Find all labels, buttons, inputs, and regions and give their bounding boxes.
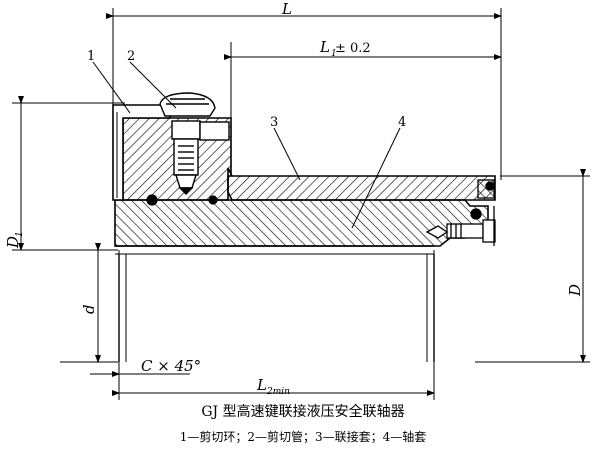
leader-lines — [92, 61, 401, 229]
caption-title: GJ 型高速键联接液压安全联轴器 — [201, 403, 404, 420]
bore-lines — [115, 245, 435, 362]
caption-legend: 1—剪切环；2—剪切管；3—联接套；4—轴套 — [180, 429, 427, 444]
dim-L1-tolerance: ± 0.2 — [335, 41, 371, 56]
coupling-sleeve-section — [227, 167, 496, 201]
dim-D1: D — [4, 236, 22, 249]
dim-D: D — [566, 284, 584, 297]
dim-d: d — [80, 304, 98, 314]
part-number-4: 4 — [398, 115, 406, 130]
end-seal-assembly — [425, 179, 496, 246]
dim-L1-sub: 1 — [331, 49, 337, 59]
part-number-3: 3 — [270, 115, 278, 130]
sleeve-section — [114, 199, 489, 247]
part-number-2: 2 — [127, 49, 135, 64]
dim-L: L — [281, 0, 292, 18]
dim-L2: L — [256, 376, 267, 394]
dimension-lines — [18, 13, 586, 396]
dim-L1: L — [319, 38, 330, 56]
shear-tube — [159, 92, 230, 195]
part-number-1: 1 — [87, 49, 95, 64]
dim-chamfer: C × 45° — [141, 357, 201, 375]
dim-L2-sub: 2min — [266, 387, 290, 397]
dim-D1-sub: 1 — [15, 231, 25, 237]
flange-seals — [146, 194, 218, 206]
